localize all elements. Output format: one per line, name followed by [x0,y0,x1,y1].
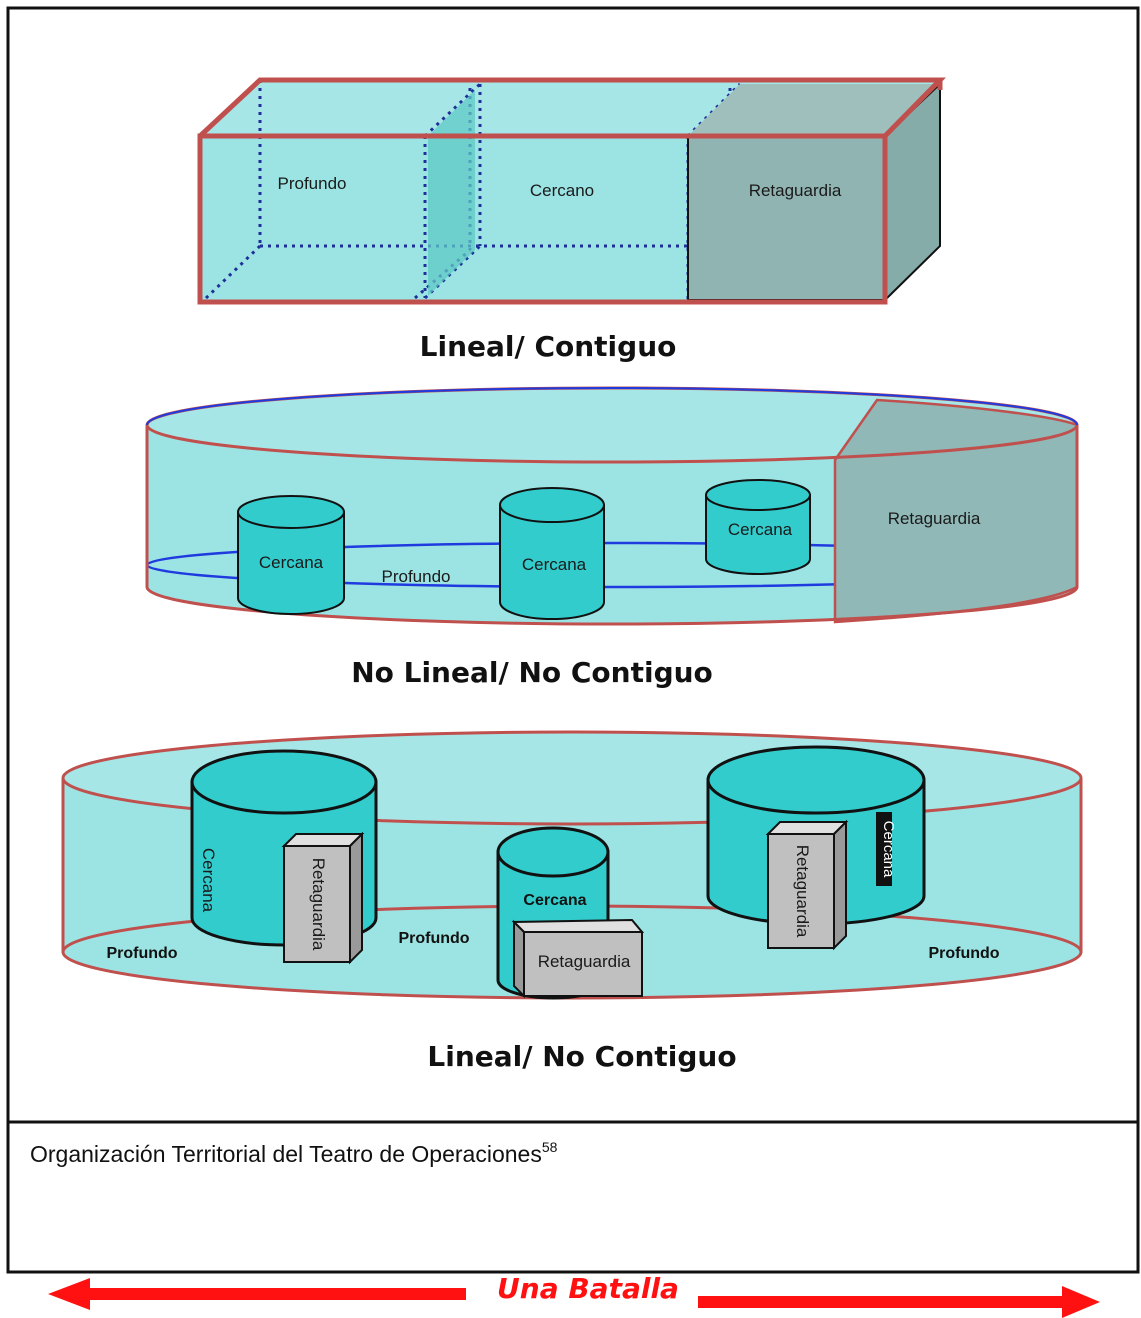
label-cercana-right: Cercana [880,821,897,878]
label-profundo-middle: Profundo [398,930,469,947]
figure-caption: Organización Territorial del Teatro de O… [30,1139,558,1167]
top-rim-blue [146,387,1078,426]
big-cylinder-top [147,388,1077,462]
box-front-outline [197,133,888,305]
label-profundo-right: Profundo [928,945,999,962]
diagram-lineal-no-contiguo: Cercana Retaguardia Cercana Retaguardia [61,730,1083,1073]
diagram-no-lineal-no-contiguo: Cercana Cercana Cercana Profundo Retagua… [145,386,1079,689]
battle-arrow: Una Batalla [48,1272,1100,1318]
arrow-label: Una Batalla [497,1272,679,1305]
zone-label-profundo: Profundo [278,174,347,193]
diagram-title-lineal-contiguo: Lineal/ Contiguo [420,330,677,363]
arrow-left-head [48,1278,466,1310]
box-top-outline [198,77,946,138]
zone-label-retaguardia: Retaguardia [749,181,842,200]
big-cylinder-outline [145,425,1079,626]
diagram-title-lineal-no-contiguo: Lineal/ No Contiguo [427,1040,736,1073]
diagram-title-no-lineal-no-contiguo: No Lineal/ No Contiguo [351,656,713,689]
caption-text: Organización Territorial del Teatro de O… [30,1141,542,1167]
box-retaguardia-right: Retaguardia [765,819,849,951]
label-retaguardia-right: Retaguardia [793,845,812,938]
label-cercana-2: Cercana [522,555,587,574]
rear-top-face [688,84,940,136]
cylinder-cercana-1: Cercana [237,495,345,615]
diagram-lineal-contiguo: Profundo Cercano Retaguardia Lineal/ Con… [197,77,946,363]
label-retaguardia-left: Retaguardia [309,858,328,951]
label-cercana-middle: Cercana [523,892,586,909]
box-retaguardia-middle: Retaguardia [511,918,645,999]
caption-footnote: 58 [542,1139,558,1155]
arrow-right-head [698,1286,1100,1318]
rear-front-face [687,135,886,301]
box-retaguardia-left: Retaguardia [281,831,365,965]
label-retaguardia: Retaguardia [888,509,981,528]
label-profundo: Profundo [382,567,451,586]
zone-label-cercano: Cercano [530,181,594,200]
label-retaguardia-middle: Retaguardia [538,952,631,971]
label-cercana-3: Cercana [728,520,793,539]
label-cercana-left: Cercana [199,848,218,913]
label-cercana-1: Cercana [259,553,324,572]
divider-panel [428,90,475,296]
cylinder-cercana-3: Cercana [705,479,811,575]
cylinder-cercana-2: Cercana [499,487,605,620]
label-profundo-left: Profundo [106,945,177,962]
